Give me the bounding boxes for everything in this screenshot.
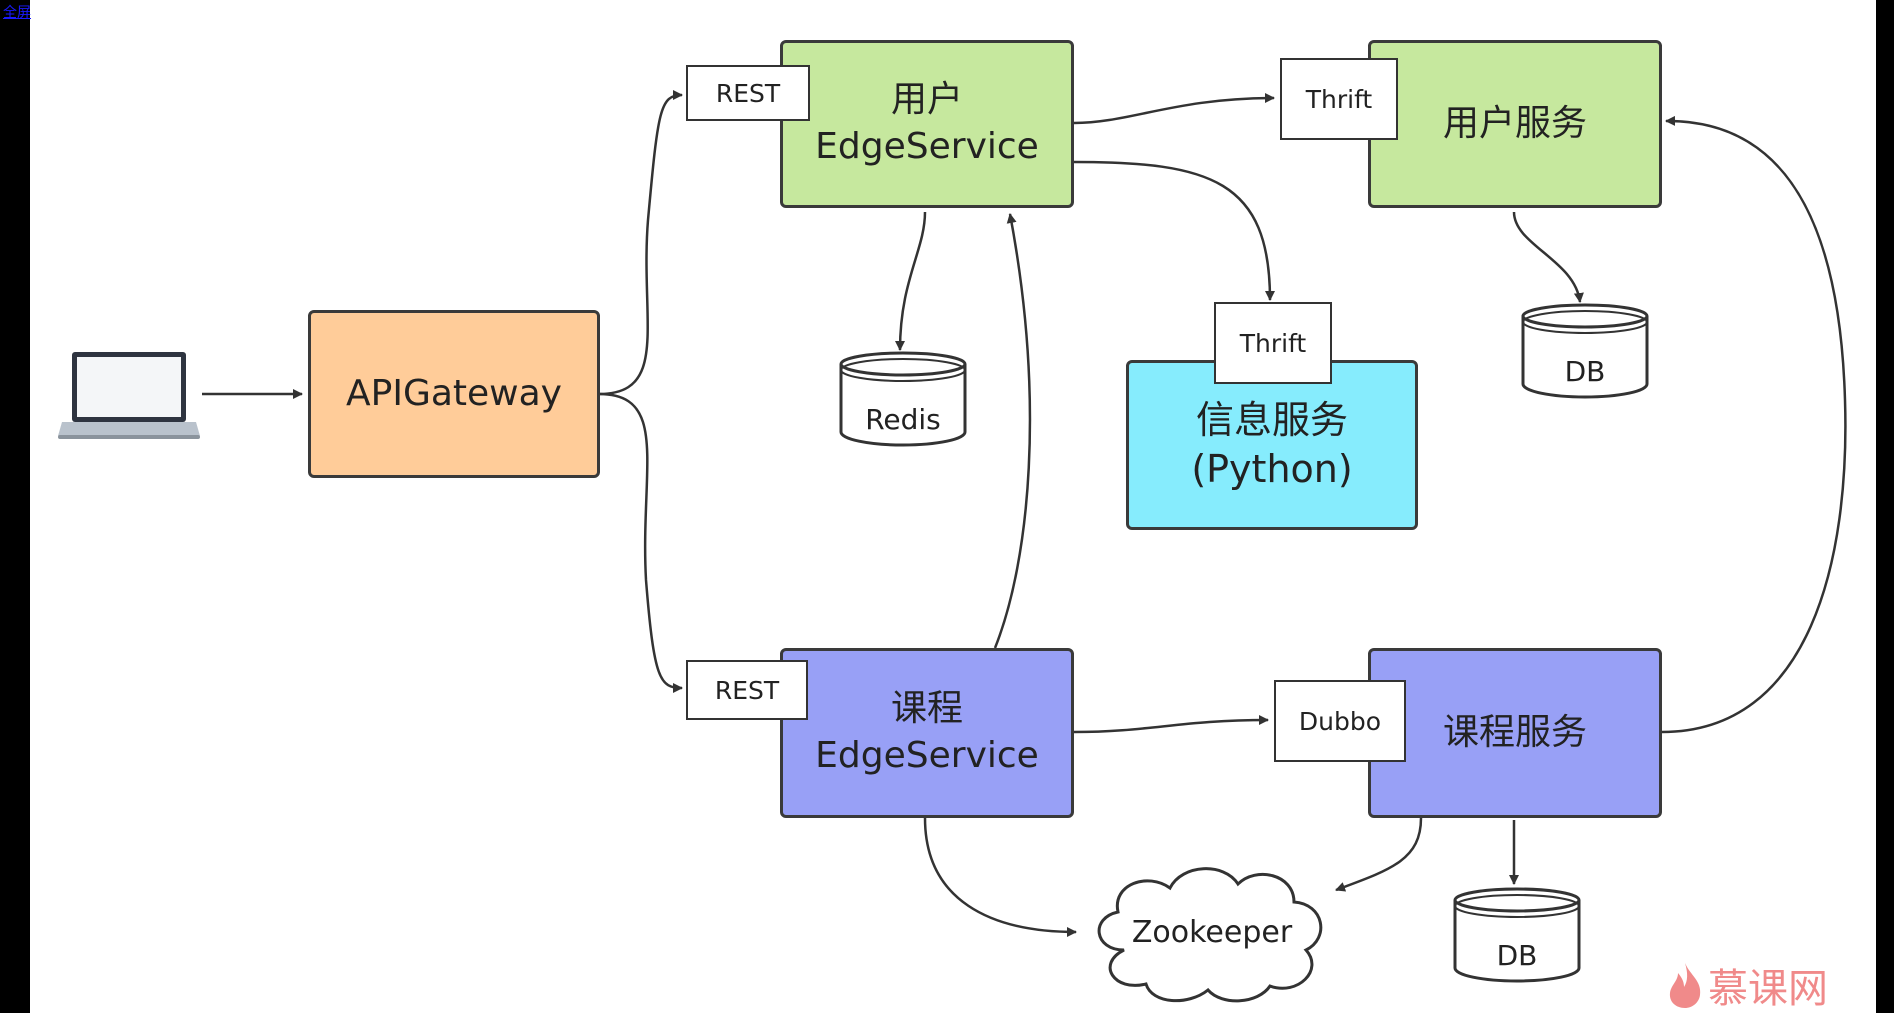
user-db-cylinder-shape [1521,303,1649,399]
user-db-cylinder: DB [1520,302,1650,400]
fullscreen-link[interactable]: 全屏 [3,5,31,21]
architecture-diagram: APIGateway 用户 EdgeService REST 用户服务 Thri… [30,0,1876,1013]
cloud-shape [1097,867,1323,1003]
course-service-dubbo-label: Dubbo [1298,706,1382,736]
watermark-label: 慕课网 [1708,966,1828,1012]
course-db-cylinder-shape [1453,887,1581,983]
arrow-gateway-to-user-edge [598,90,683,396]
user-edge-rest-label: REST [715,78,781,108]
user-service-box: 用户服务 [1368,40,1662,208]
course-service-dubbo-tag: Dubbo [1274,680,1406,762]
arrow-user-edge-to-message-thrift [1073,160,1275,301]
api-gateway-label: APIGateway [346,372,562,414]
message-service-label-1: 信息服务 [1195,397,1348,442]
message-thrift-label: Thrift [1239,328,1307,358]
user-edge-service-box: 用户 EdgeService [780,40,1074,208]
user-db-label: DB [1564,355,1606,388]
course-edge-service-box: 课程 EdgeService [780,648,1074,818]
arrow-course-edge-to-user-edge [993,213,1032,649]
laptop-icon [58,352,200,439]
watermark: 慕课网 [1666,960,1870,1012]
user-service-label: 用户服务 [1442,102,1587,144]
course-edge-service-label-1: 课程 [890,688,963,730]
course-db-label: DB [1496,939,1538,972]
course-service-box: 课程服务 [1368,648,1662,818]
arrow-course-edge-to-zookeeper [923,817,1077,937]
arrow-user-edge-to-user-service [1073,93,1275,125]
arrow-course-edge-to-dubbo [1073,715,1269,734]
user-edge-service-label-2: EdgeService [815,126,1039,167]
message-thrift-tag: Thrift [1214,302,1332,384]
api-gateway-box: APIGateway [308,310,600,478]
arrow-course-service-to-user-service [1661,115,1847,734]
arrow-course-service-to-zookeeper [1335,817,1423,892]
course-service-label: 课程服务 [1442,711,1587,753]
course-edge-rest-tag: REST [686,660,808,720]
connector-layer [202,90,1847,937]
message-service-label-2: (Python) [1191,447,1353,491]
arrow-gateway-to-course-edge [598,392,683,693]
arrow-user-edge-to-redis [895,211,927,351]
flame-icon [1669,963,1701,1008]
user-service-thrift-tag: Thrift [1280,58,1398,140]
course-db-cylinder: DB [1452,886,1582,984]
course-edge-rest-label: REST [714,675,780,705]
message-service-box: 信息服务 (Python) [1126,360,1418,530]
redis-cylinder: Redis [838,350,968,448]
course-edge-service-label-2: EdgeService [815,735,1039,776]
arrow-user-service-to-db [1512,211,1584,303]
user-edge-service-label-1: 用户 [890,79,963,121]
user-edge-rest-tag: REST [686,65,810,121]
zookeeper-cloud: Zookeeper [1084,858,1340,1006]
zookeeper-label: Zookeeper [1131,914,1293,950]
redis-label: Redis [865,403,941,436]
redis-cylinder-shape [839,351,967,447]
user-service-thrift-label: Thrift [1305,84,1373,114]
